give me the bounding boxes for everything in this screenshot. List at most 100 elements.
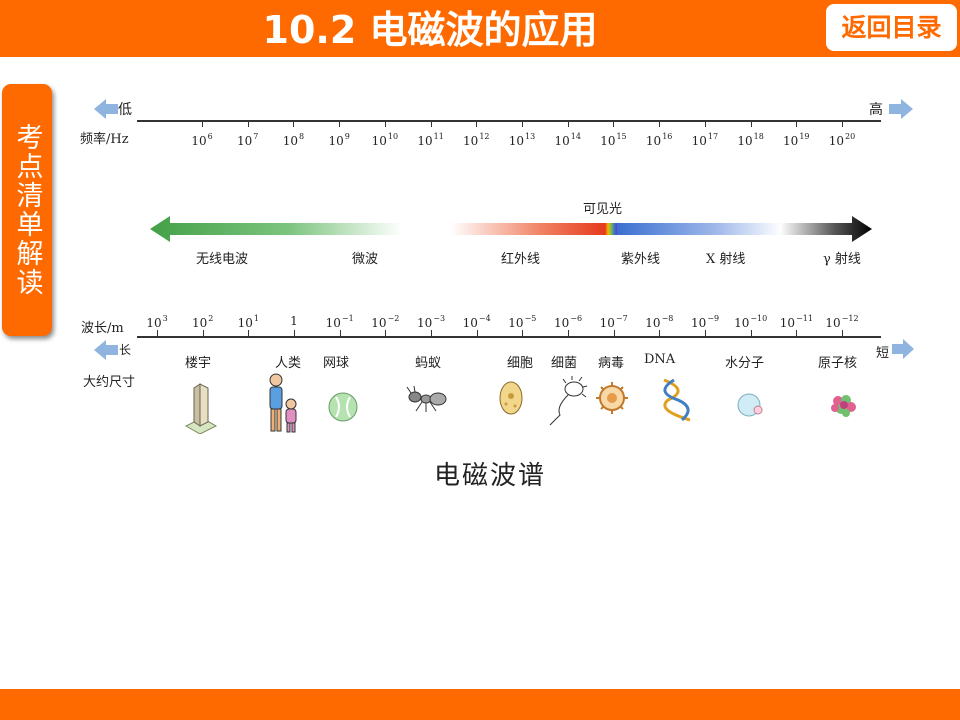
wavelength-tick-mark: [842, 330, 843, 336]
low-arrow-icon: [94, 99, 118, 119]
freq-tick-label: 1010: [371, 132, 399, 148]
freq-tick-mark: [293, 121, 295, 127]
freq-tick-mark: [613, 121, 615, 127]
freq-tick-label: 1011: [417, 132, 444, 148]
wavelength-tick-label: 10−10: [734, 314, 768, 330]
side-tab-label: 考点清单解读: [2, 84, 52, 336]
building-label: 楼宇: [185, 356, 212, 371]
bacteria-label: 细菌: [551, 356, 578, 371]
freq-tick-label: 1020: [828, 132, 856, 148]
wavelength-tick-label: 10−5: [508, 314, 537, 330]
human-icon: [269, 373, 297, 433]
wavelength-tick-label: 1: [290, 314, 298, 328]
wavelength-tick-label: 10−11: [779, 314, 813, 330]
ant-label: 蚂蚁: [415, 356, 442, 371]
freq-tick-label: 1012: [463, 132, 490, 148]
freq-axis-label: 频率/Hz: [80, 132, 129, 147]
freq-axis-line: [137, 120, 881, 122]
dna-label: DNA: [644, 352, 676, 367]
freq-tick-mark: [476, 121, 478, 127]
freq-tick-mark: [430, 121, 432, 127]
freq-tick-mark: [796, 121, 798, 127]
wavelength-tick-label: 10−7: [599, 314, 628, 330]
spectrum-bands-graphic: [150, 216, 872, 242]
high-arrow-icon: [889, 99, 913, 119]
spectrum-caption: 电磁波谱: [433, 461, 546, 491]
wavelength-tick-label: 10−3: [416, 314, 446, 330]
tennis-ball-icon: [328, 392, 358, 422]
wavelength-tick-mark: [796, 330, 798, 336]
wavelength-tick-label: 103: [146, 314, 168, 330]
footer-bar: [0, 689, 960, 720]
water-molecule-label: 水分子: [725, 356, 765, 371]
freq-tick-label: 108: [282, 132, 305, 148]
wavelength-tick-mark: [157, 330, 158, 336]
freq-tick-mark: [384, 121, 386, 127]
wavelength-tick-label: 10−2: [371, 314, 400, 330]
freq-tick-mark: [202, 121, 203, 127]
ball-label: 网球: [323, 356, 350, 371]
nucleus-icon: [831, 395, 856, 417]
human-label: 人类: [275, 356, 302, 371]
freq-tick-label: 1014: [554, 132, 581, 148]
visible-light-label: 可见光: [583, 202, 623, 217]
xray-label: X 射线: [706, 252, 746, 267]
virus-label: 病毒: [598, 356, 625, 371]
freq-tick-label: 1015: [600, 132, 627, 148]
wavelength-axis-line: [137, 336, 881, 338]
bacteria-icon: [549, 376, 588, 426]
back-to-contents-button[interactable]: 返回目录: [826, 4, 957, 51]
radio-band-arrow: [150, 216, 402, 242]
freq-tick-label: 109: [328, 132, 350, 148]
freq-tick-label: 1019: [783, 132, 810, 148]
wavelength-tick-label: 10−6: [553, 314, 583, 330]
wavelength-tick-mark: [431, 330, 432, 336]
freq-tick-mark: [339, 121, 341, 127]
freq-tick-mark: [842, 121, 843, 127]
wavelength-long-label: 长: [119, 343, 132, 357]
building-icon: [184, 383, 218, 434]
cell-icon: [499, 381, 523, 415]
short-arrow-icon: [892, 339, 914, 359]
wavelength-tick-mark: [750, 330, 752, 336]
wavelength-tick-label: 102: [191, 314, 214, 330]
nucleus-label: 原子核: [818, 356, 858, 371]
wavelength-tick-label: 10−9: [690, 314, 720, 330]
freq-tick-label: 1013: [508, 132, 536, 148]
wavelength-tick-mark: [294, 330, 295, 336]
wavelength-tick-mark: [339, 330, 341, 336]
wavelength-tick-mark: [705, 330, 706, 336]
ant-icon: [406, 385, 447, 412]
approx-size-label: 大约尺寸: [83, 375, 136, 390]
freq-tick-mark: [522, 121, 523, 127]
microwave-label: 微波: [352, 252, 379, 267]
wavelength-tick-mark: [248, 330, 250, 336]
radio-wave-label: 无线电波: [196, 252, 249, 267]
wavelength-tick-mark: [659, 330, 661, 336]
freq-tick-mark: [659, 121, 661, 127]
freq-high-label: 高: [869, 102, 883, 118]
wavelength-short-label: 短: [876, 346, 890, 361]
ultraviolet-label: 紫外线: [621, 252, 661, 267]
wavelength-tick-mark: [476, 330, 478, 336]
long-arrow-icon: [94, 340, 118, 360]
freq-low-label: 低: [118, 102, 132, 118]
wavelength-tick-label: 10−4: [462, 314, 491, 330]
freq-tick-label: 1016: [645, 132, 673, 148]
dna-icon: [663, 378, 691, 422]
wavelength-axis-label: 波长/m: [81, 321, 124, 336]
freq-tick-label: 106: [191, 132, 213, 148]
gamma-ray-label: γ 射线: [823, 252, 861, 267]
wavelength-tick-label: 101: [237, 314, 260, 330]
wavelength-tick-label: 10−8: [645, 314, 674, 330]
cell-label: 细胞: [507, 356, 534, 371]
wavelength-tick-label: 10−12: [825, 314, 859, 330]
header-bar: [0, 0, 960, 57]
infrared-label: 红外线: [501, 252, 541, 267]
freq-tick-mark: [704, 121, 706, 127]
wavelength-tick-mark: [613, 330, 615, 336]
wavelength-tick-mark: [385, 330, 387, 336]
page-title: 10.2 电磁波的应用: [262, 8, 598, 52]
freq-tick-label: 1017: [691, 132, 719, 148]
wavelength-tick-mark: [568, 330, 569, 336]
